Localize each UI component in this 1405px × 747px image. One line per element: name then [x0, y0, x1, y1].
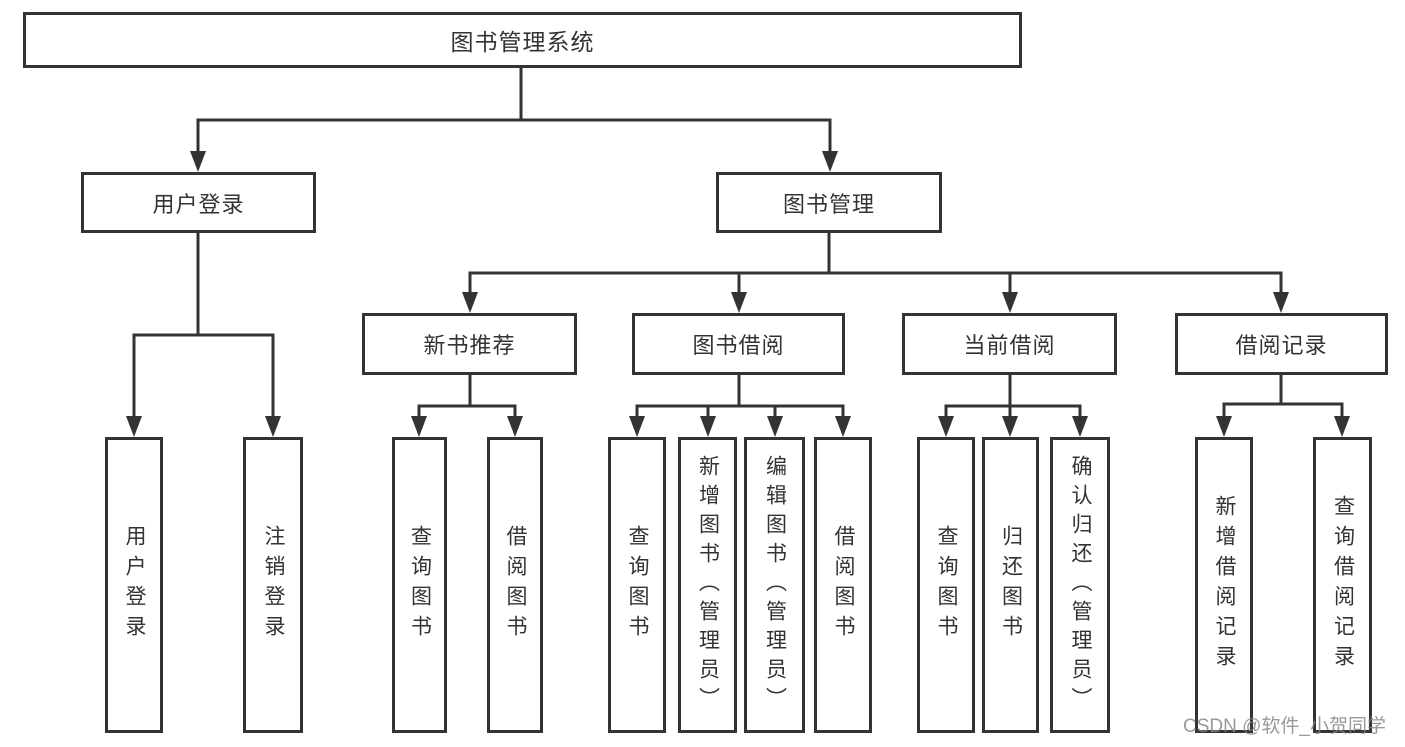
leaf-bb-add-books-admin-label: 新增图书（管理员）	[696, 454, 720, 716]
csdn-watermark: CSDN @软件_小贺同学	[1183, 716, 1386, 737]
leaf-nbr-query-books: 查询图书	[392, 437, 447, 733]
leaf-bb-add-books-admin: 新增图书（管理员）	[678, 437, 737, 733]
leaf-cb-return-books: 归还图书	[982, 437, 1039, 733]
node-new-book-recommend-label: 新书推荐	[423, 333, 516, 358]
leaf-cb-confirm-return-admin: 确认归还（管理员）	[1050, 437, 1110, 733]
node-book-management: 图书管理	[716, 172, 942, 233]
leaf-br-add-record-label: 新增借阅记录	[1213, 495, 1236, 675]
leaf-br-add-record: 新增借阅记录	[1195, 437, 1253, 733]
node-current-borrowing-label: 当前借阅	[963, 333, 1056, 358]
node-book-management-label: 图书管理	[782, 191, 875, 217]
leaf-bb-query-books-label: 查询图书	[626, 525, 649, 645]
leaf-bb-query-books: 查询图书	[608, 437, 666, 733]
leaf-user-login-label: 用户登录	[123, 525, 146, 645]
leaf-bb-borrow-books-label: 借阅图书	[832, 525, 855, 645]
node-book-borrowing-label: 图书借阅	[692, 333, 785, 358]
leaf-logout-label: 注销登录	[262, 525, 285, 645]
node-new-book-recommend: 新书推荐	[362, 313, 577, 375]
node-borrowing-records-label: 借阅记录	[1235, 333, 1328, 358]
leaf-user-login: 用户登录	[105, 437, 163, 733]
node-root: 图书管理系统	[23, 12, 1022, 68]
leaf-cb-confirm-return-admin-label: 确认归还（管理员）	[1069, 454, 1092, 716]
leaf-cb-return-books-label: 归还图书	[999, 525, 1023, 645]
leaf-br-query-record: 查询借阅记录	[1313, 437, 1372, 733]
leaf-cb-query-books-label: 查询图书	[935, 525, 958, 645]
leaf-bb-edit-books-admin-label: 编辑图书（管理员）	[763, 454, 787, 716]
node-book-borrowing: 图书借阅	[632, 313, 845, 375]
leaf-logout: 注销登录	[243, 437, 303, 733]
node-root-label: 图书管理系统	[450, 29, 595, 55]
leaf-nbr-query-books-label: 查询图书	[408, 525, 432, 645]
leaf-nbr-borrow-books-label: 借阅图书	[504, 525, 527, 645]
node-current-borrowing: 当前借阅	[902, 313, 1117, 375]
leaf-br-query-record-label: 查询借阅记录	[1331, 495, 1355, 675]
node-borrowing-records: 借阅记录	[1175, 313, 1388, 375]
node-user-login: 用户登录	[81, 172, 316, 233]
leaf-bb-edit-books-admin: 编辑图书（管理员）	[744, 437, 805, 733]
leaf-nbr-borrow-books: 借阅图书	[487, 437, 543, 733]
node-user-login-label: 用户登录	[152, 191, 245, 217]
leaf-bb-borrow-books: 借阅图书	[814, 437, 872, 733]
leaf-cb-query-books: 查询图书	[917, 437, 975, 733]
